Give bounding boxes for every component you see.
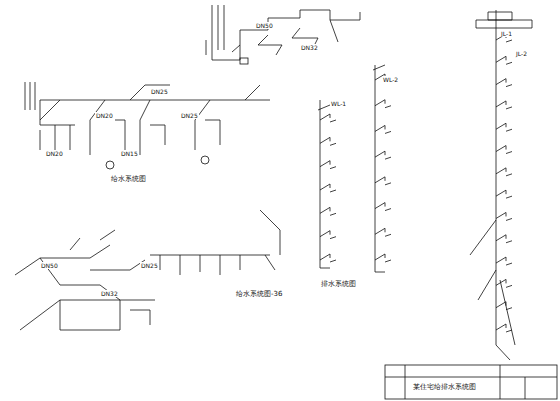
pipe-label: 给水系统图 bbox=[110, 175, 147, 183]
pipe-label: DN50 bbox=[255, 22, 274, 29]
pipe-label: WL-2 bbox=[382, 76, 399, 83]
pipe-label: DN15 bbox=[120, 150, 139, 157]
pipe-label: 某住宅给排水系统图 bbox=[412, 383, 477, 391]
branch-tick bbox=[320, 114, 336, 122]
branch-tick bbox=[320, 184, 336, 192]
pipe-label: JL-1 bbox=[500, 30, 513, 37]
branch-tick bbox=[375, 177, 391, 185]
branch-tick bbox=[320, 161, 336, 169]
pipe-label: DN20 bbox=[95, 112, 114, 119]
pipe-label: DN32 bbox=[300, 44, 319, 51]
branch-tick bbox=[496, 324, 512, 332]
pipe-label: JL-2 bbox=[515, 50, 528, 57]
branch-tick bbox=[496, 101, 512, 109]
pipe-label: DN32 bbox=[100, 290, 119, 297]
branch-tick bbox=[375, 203, 391, 211]
branch-tick bbox=[320, 254, 336, 262]
branch-tick bbox=[375, 228, 391, 236]
branch-tick bbox=[496, 235, 512, 243]
branch-tick bbox=[375, 254, 391, 262]
branch-tick bbox=[496, 212, 512, 220]
pipe-label: 排水系统图 bbox=[320, 280, 357, 288]
branch-tick bbox=[496, 56, 512, 64]
pipe-label: DN50 bbox=[40, 262, 59, 269]
branch-tick bbox=[496, 146, 512, 154]
branch-tick bbox=[375, 125, 391, 133]
pipe-label: DN25 bbox=[180, 112, 199, 119]
pipe-label: DN25 bbox=[150, 88, 169, 95]
branch-tick bbox=[320, 207, 336, 215]
branch-tick bbox=[320, 137, 336, 145]
title-block bbox=[385, 365, 557, 399]
branch-tick bbox=[496, 123, 512, 131]
drawing-caption: 给水系统图-36 bbox=[235, 290, 283, 298]
branch-tick bbox=[496, 79, 512, 87]
branch-tick bbox=[496, 279, 512, 287]
pipe-label: DN25 bbox=[140, 262, 159, 269]
branch-tick bbox=[496, 257, 512, 265]
branch-tick bbox=[496, 168, 512, 176]
branch-tick bbox=[496, 302, 512, 310]
branch-tick bbox=[496, 190, 512, 198]
branch-tick bbox=[375, 100, 391, 108]
branch-tick bbox=[320, 231, 336, 239]
pipe-label: WL-1 bbox=[330, 100, 347, 107]
branch-tick bbox=[375, 151, 391, 159]
pipe-label: DN20 bbox=[45, 150, 64, 157]
